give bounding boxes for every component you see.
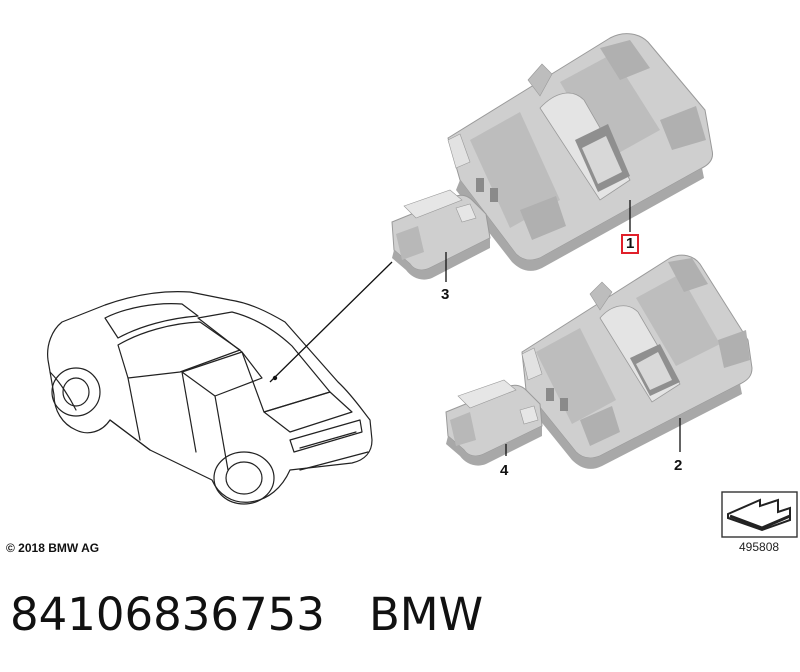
diagram-number: 495808 — [739, 540, 780, 554]
part-info: 84106836753 BMW — [10, 588, 527, 641]
part-4-module — [445, 379, 543, 466]
leader-line-car — [269, 261, 393, 383]
part-2-module — [521, 254, 753, 469]
part-number: 84106836753 — [10, 588, 325, 641]
brand-name: BMW — [368, 588, 484, 641]
part-3-module — [391, 189, 491, 280]
copyright-text: © 2018 BMW AG — [6, 541, 100, 555]
callout-3[interactable]: 3 — [441, 286, 450, 303]
diagram-icon — [721, 491, 798, 538]
callout-1[interactable]: 1 — [621, 234, 640, 254]
car-outline — [47, 291, 373, 505]
callout-2[interactable]: 2 — [674, 457, 683, 474]
callout-4[interactable]: 4 — [500, 462, 509, 479]
car-mount-point — [272, 375, 278, 381]
part-1-module — [447, 33, 713, 271]
